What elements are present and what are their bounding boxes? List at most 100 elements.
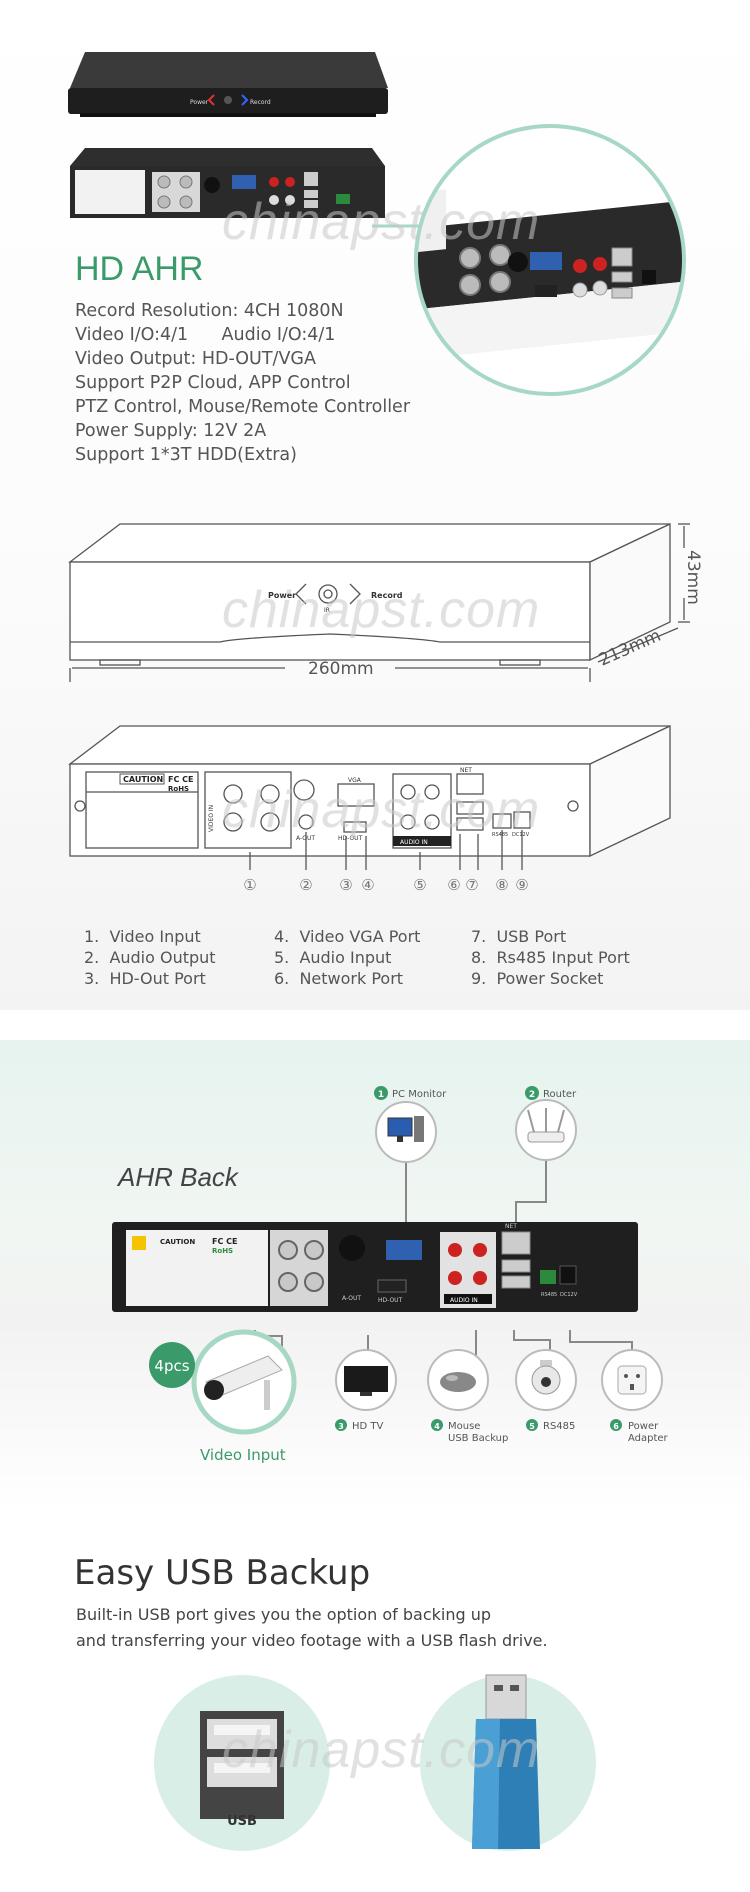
callout-5: ⑤ <box>413 876 426 894</box>
rear-panel-drawing: CAUTION FC CE RoHS VIDEO IN A-OUT HD-OUT… <box>68 724 671 894</box>
rohs-text: RoHS <box>168 785 189 793</box>
callout-8: ⑧ <box>495 876 508 894</box>
watermark-3: chinapst.com <box>222 781 541 839</box>
legend-item: 9. Power Socket <box>471 969 604 988</box>
badge-2: 2 <box>529 1090 535 1100</box>
usb-desc-line: Built-in USB port gives you the option o… <box>76 1605 492 1624</box>
callout-3: ③ <box>339 876 352 894</box>
spec-line: Video I/O:4/1 Audio I/O:4/1 <box>75 325 336 345</box>
hd-tv-label: HD TV <box>352 1421 384 1432</box>
legend-col-1: 1. Video Input 2. Audio Output 3. HD-Out… <box>84 926 216 989</box>
front-record-text: Record <box>250 99 271 106</box>
callout-1: ① <box>243 876 256 894</box>
photo-rohs-text: RoHS <box>212 1247 233 1255</box>
mouse-icon <box>427 1349 489 1411</box>
fc-text: FC CE <box>168 775 193 784</box>
legend-item: 6. Network Port <box>274 969 404 988</box>
photo-caution-text: CAUTION <box>160 1238 195 1246</box>
drawing-ir-text: IR <box>324 607 330 614</box>
pc-monitor-label: PC Monitor <box>392 1089 447 1100</box>
callout-6: ⑥ <box>447 876 460 894</box>
dvr-front-photo: Power Record <box>68 52 388 117</box>
vga-text: VGA <box>348 777 362 784</box>
spec-line: Power Supply: 12V 2A <box>75 421 267 441</box>
power-adapter-icon <box>601 1349 663 1411</box>
callout-9: ⑨ <box>515 876 528 894</box>
legend-col-2: 4. Video VGA Port 5. Audio Input 6. Netw… <box>274 926 420 989</box>
legend-col-3: 7. USB Port 8. Rs485 Input Port 9. Power… <box>471 926 630 989</box>
video-input-label: Video Input <box>200 1446 286 1464</box>
pc-monitor-icon <box>375 1101 437 1163</box>
dc12v-text: DC12V <box>512 832 530 838</box>
ahr-back-title: AHR Back <box>118 1162 238 1192</box>
legend-item: 5. Audio Input <box>274 948 392 967</box>
video-in-text: VIDEO IN <box>208 805 215 832</box>
mouse-label-1: Mouse <box>448 1421 480 1432</box>
usb-title: Easy USB Backup <box>74 1553 371 1593</box>
callout-7: ⑦ <box>465 876 478 894</box>
usb-section <box>0 1510 750 1892</box>
power-label-1: Power <box>628 1421 659 1432</box>
ptz-camera-icon <box>515 1349 577 1411</box>
photo-audio-in-text: AUDIO IN <box>450 1297 478 1304</box>
drawing-power-text: Power <box>268 591 296 600</box>
photo-hd-out-text: HD-OUT <box>378 1297 403 1304</box>
rs485-label: RS485 <box>543 1421 575 1432</box>
legend-item: 2. Audio Output <box>84 948 216 967</box>
connection-diagram: CAUTION FC CE RoHS NET RS485 DC12V A-OUT… <box>112 1086 669 1444</box>
spec-line: PTZ Control, Mouse/Remote Controller <box>75 397 411 417</box>
photo-dc12v-text: DC12V <box>560 1292 578 1298</box>
height-dimension: 43mm <box>683 550 703 605</box>
hd-tv-icon <box>335 1349 397 1411</box>
dimension-drawing: Power Record IR 260mm 213mm 43mm <box>68 522 703 682</box>
watermark-2: chinapst.com <box>222 581 541 639</box>
usb-flash-drive-icon <box>472 1674 540 1849</box>
rs485-text: RS485 <box>492 832 508 838</box>
usb-description: Built-in USB port gives you the option o… <box>76 1602 548 1654</box>
net-text: NET <box>460 767 472 774</box>
audio-in-text: AUDIO IN <box>400 839 428 846</box>
product-title: HD AHR <box>75 250 204 288</box>
camera-count-badge: 4pcs <box>154 1357 189 1375</box>
badge-1: 1 <box>378 1090 384 1100</box>
spec-line: Record Resolution: 4CH 1080N <box>75 301 344 321</box>
mouse-label-2: USB Backup <box>448 1433 508 1444</box>
badge-5: 5 <box>529 1422 535 1431</box>
legend-item: 1. Video Input <box>84 927 201 946</box>
usb-desc-line: and transferring your video footage with… <box>76 1631 548 1650</box>
badge-6: 6 <box>613 1422 619 1431</box>
callout-4: ④ <box>361 876 374 894</box>
hd-out-text: HD-OUT <box>338 835 363 842</box>
router-label: Router <box>543 1089 577 1100</box>
legend-item: 8. Rs485 Input Port <box>471 948 630 967</box>
spec-line: Support P2P Cloud, APP Control <box>75 373 351 393</box>
router-icon <box>515 1099 577 1161</box>
photo-net-text: NET <box>505 1223 517 1230</box>
power-label-2: Adapter <box>628 1433 669 1444</box>
drawing-record-text: Record <box>371 591 403 600</box>
callout-2: ② <box>299 876 312 894</box>
spec-line: Support 1*3T HDD(Extra) <box>75 445 297 465</box>
legend-item: 4. Video VGA Port <box>274 927 421 946</box>
dvr-rear-photo: CAUTION FC CE RoHS NET RS485 DC12V A-OUT… <box>112 1222 638 1312</box>
zoom-detail <box>416 126 684 394</box>
legend-item: 7. USB Port <box>471 927 567 946</box>
front-power-text: Power <box>190 99 209 106</box>
usb-port-label: USB <box>227 1814 257 1829</box>
usb-illustrations: USB <box>154 1674 596 1851</box>
dvr-back-photo <box>70 148 385 218</box>
photo-a-out-text: A-OUT <box>342 1295 361 1302</box>
a-out-text: A-OUT <box>296 835 315 842</box>
badge-3: 3 <box>338 1422 344 1431</box>
watermark-4: chinapst.com <box>222 1721 541 1779</box>
legend-item: 3. HD-Out Port <box>84 969 206 988</box>
product-photos: Power Record <box>68 52 686 396</box>
product-specs: Record Resolution: 4CH 1080N Video I/O:4… <box>75 299 410 467</box>
spec-line: Video Output: HD-OUT/VGA <box>75 349 316 369</box>
badge-4: 4 <box>434 1422 440 1431</box>
usb-port-icon: USB <box>200 1711 284 1829</box>
photo-fc-text: FC CE <box>212 1237 237 1246</box>
photo-rs485-text: RS485 <box>541 1292 557 1298</box>
camera-icon <box>191 1329 297 1435</box>
width-dimension: 260mm <box>308 659 374 679</box>
